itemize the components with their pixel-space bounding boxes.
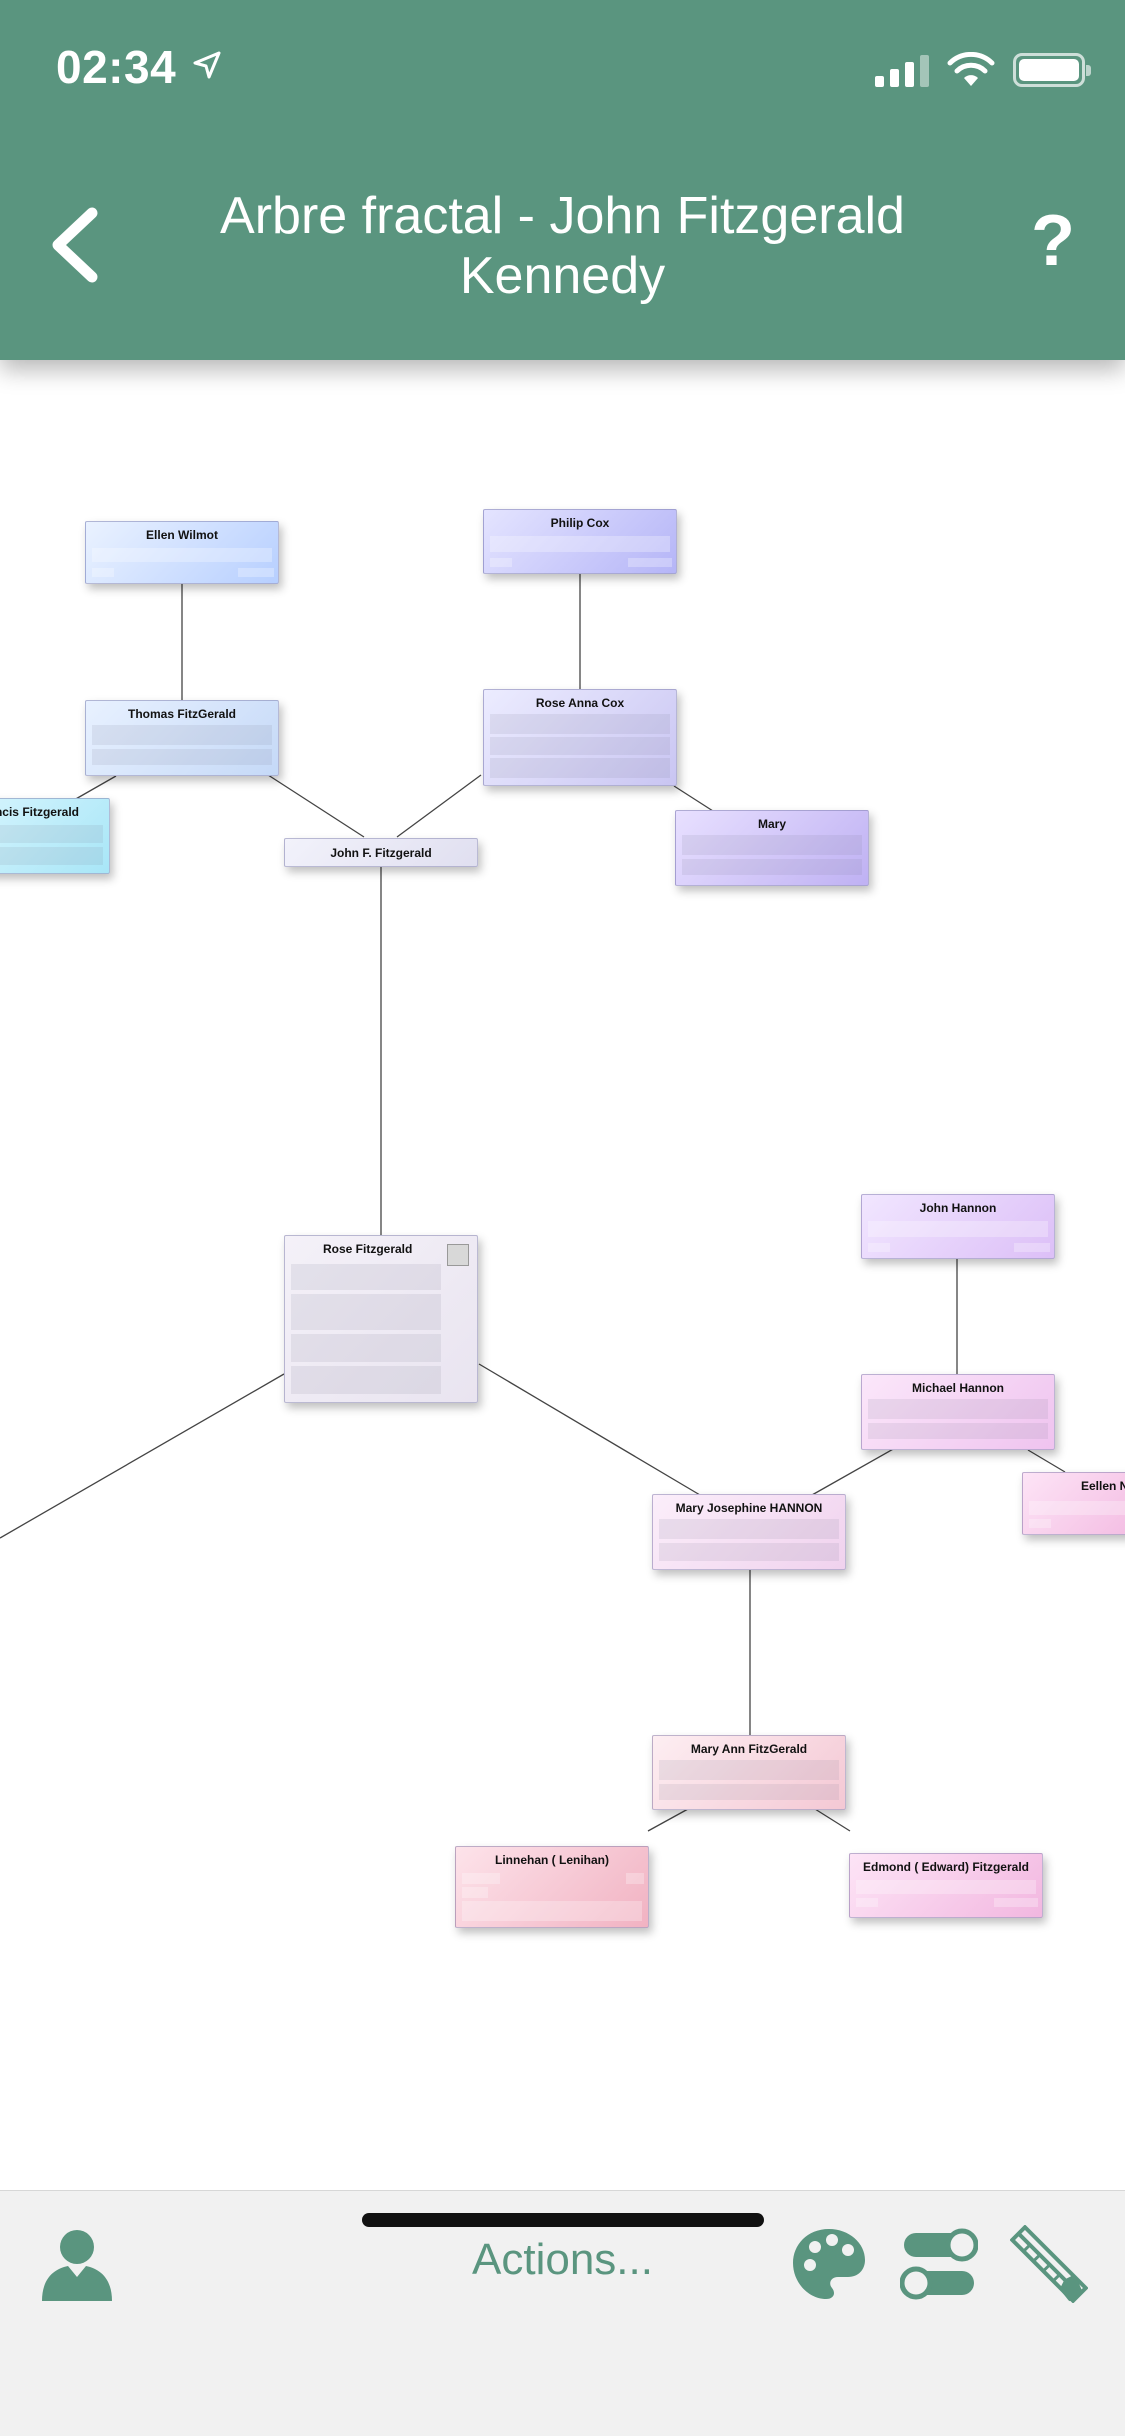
person-card-rose-anna-cox[interactable]: Rose Anna Cox	[483, 689, 677, 786]
person-name: Mary Josephine HANNON	[675, 1501, 823, 1515]
person-name: Rose Fitzgerald	[323, 1242, 413, 1256]
status-time: 02:34	[56, 41, 177, 93]
actions-button[interactable]: Actions...	[472, 2235, 653, 2284]
person-card-john-f-fitzgerald[interactable]: John F. Fitzgerald	[284, 838, 478, 867]
person-photo-icon	[447, 1244, 469, 1266]
wifi-icon	[947, 52, 995, 86]
ruler-brush-icon[interactable]	[1010, 2225, 1088, 2303]
status-indicators	[875, 52, 1091, 88]
person-name: Michael Hannon	[911, 1381, 1004, 1395]
person-card-mary[interactable]: Mary	[675, 810, 869, 886]
person-name: John F. Fitzgerald	[330, 846, 432, 860]
toggle-settings-icon[interactable]	[900, 2225, 978, 2303]
person-card-francis-fitzgerald[interactable]: ancis Fitzgerald	[0, 798, 110, 874]
person-card-ellen-wilmot[interactable]: Ellen Wilmot	[85, 521, 279, 584]
person-card-linnehan[interactable]: Linnehan ( Lenihan)	[455, 1846, 649, 1928]
person-card-michael-hannon[interactable]: Michael Hannon	[861, 1374, 1055, 1450]
home-indicator	[362, 2213, 764, 2227]
person-name: Eellen N	[1081, 1479, 1125, 1493]
person-card-john-hannon[interactable]: John Hannon	[861, 1194, 1055, 1259]
tree-connectors	[0, 573, 1066, 1832]
bottom-toolbar: Actions...	[0, 2190, 1125, 2436]
person-name: Philip Cox	[550, 516, 610, 530]
help-button[interactable]: ?	[1031, 201, 1075, 281]
person-icon[interactable]	[38, 2225, 116, 2303]
person-name: John Hannon	[919, 1201, 997, 1215]
person-name: Linnehan ( Lenihan)	[495, 1853, 609, 1867]
person-card-eellen[interactable]: Eellen N	[1022, 1472, 1125, 1535]
person-name: Mary Ann FitzGerald	[690, 1742, 808, 1756]
person-card-mary-josephine-hannon[interactable]: Mary Josephine HANNON	[652, 1494, 846, 1570]
person-name: Edmond ( Edward) Fitzgerald	[862, 1860, 1029, 1874]
person-card-rose-fitzgerald[interactable]: Rose Fitzgerald	[284, 1235, 478, 1403]
location-arrow-icon	[193, 51, 221, 79]
person-card-mary-ann-fitzgerald[interactable]: Mary Ann FitzGerald	[652, 1735, 846, 1810]
person-name: Rose Anna Cox	[535, 696, 625, 710]
palette-icon[interactable]	[790, 2225, 868, 2303]
person-card-philip-cox[interactable]: Philip Cox	[483, 509, 677, 574]
person-card-edmond-fitzgerald[interactable]: Edmond ( Edward) Fitzgerald	[849, 1853, 1043, 1918]
person-name: Mary	[757, 817, 786, 831]
person-name: Thomas FitzGerald	[127, 707, 237, 721]
battery-icon	[1013, 53, 1091, 87]
person-name: Ellen Wilmot	[146, 528, 218, 542]
navigation-header: 02:34 Arbre fractal - John Fitzgerald Ke…	[0, 0, 1125, 360]
fractal-tree-canvas[interactable]: Ellen Wilmot Philip Cox Thomas FitzGeral…	[0, 360, 1125, 2190]
page-title: Arbre fractal - John Fitzgerald Kennedy	[220, 187, 905, 305]
back-button[interactable]	[46, 205, 106, 285]
cellular-signal-icon	[875, 53, 929, 87]
person-name: ancis Fitzgerald	[0, 805, 79, 819]
person-card-thomas-fitzgerald[interactable]: Thomas FitzGerald	[85, 700, 279, 776]
